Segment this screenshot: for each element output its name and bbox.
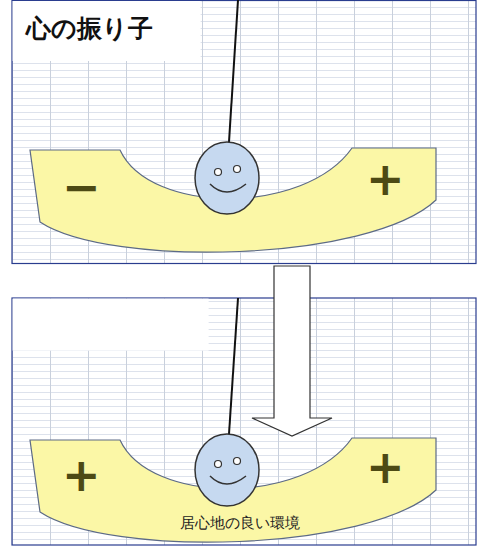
pendulum-band: −+: [28, 146, 438, 266]
plus-sign: +: [366, 156, 405, 202]
block-arrow: [252, 266, 332, 436]
title: 心の振り子: [26, 14, 153, 44]
plus-sign: +: [366, 444, 405, 490]
plus-sign: +: [62, 452, 101, 498]
minus-sign: −: [62, 164, 101, 210]
pendulum-band: + + 居心地の良い環境: [28, 436, 438, 549]
environment-label: 居心地の良い環境: [180, 514, 300, 532]
